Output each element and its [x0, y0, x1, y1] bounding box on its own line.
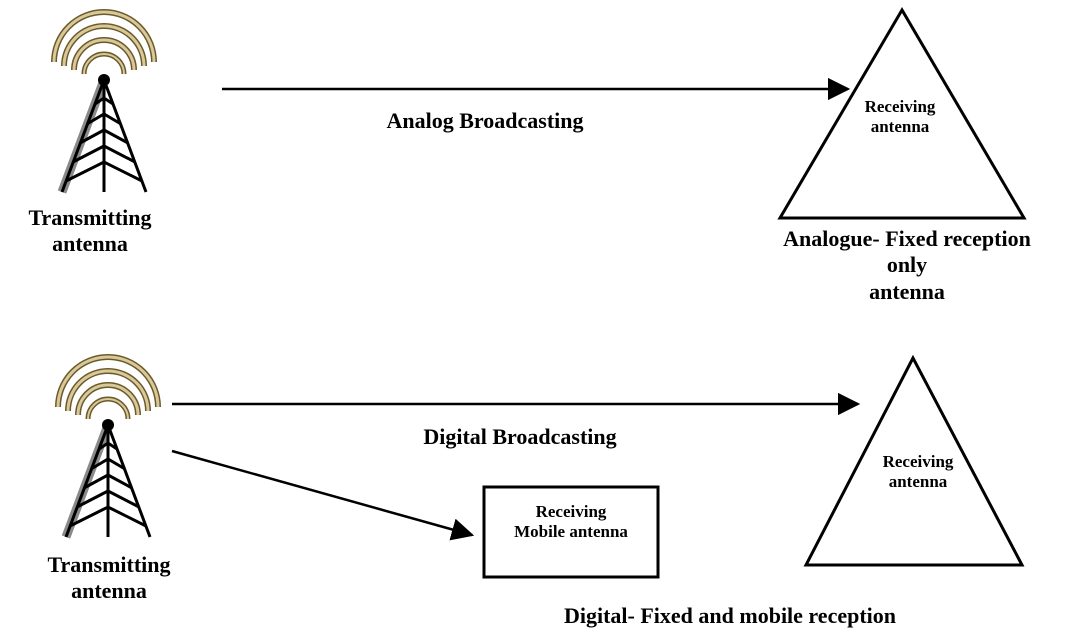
receiving-mobile-antenna-label: Receiving Mobile antenna [514, 502, 628, 542]
transmitting-antenna-label: Transmitting antenna [47, 552, 171, 604]
receiving-mobile-antenna-box [482, 485, 660, 579]
transmitting-antenna-label: Transmitting antenna [28, 205, 152, 257]
mobile-link-arrow [171, 449, 475, 541]
analog-broadcasting-label: Analog Broadcasting [386, 108, 584, 133]
transmitting-tower-icon [58, 357, 158, 537]
digital-caption: Digital- Fixed and mobile reception [563, 603, 897, 628]
digital-broadcasting-label: Digital Broadcasting [423, 424, 617, 449]
receiving-antenna-triangle [777, 7, 1027, 220]
analogue-caption: Analogue- Fixed reception only antenna [783, 226, 1031, 304]
receiving-antenna-triangle [803, 354, 1025, 567]
transmitting-tower-icon [54, 12, 154, 192]
receiving-antenna-label: Receiving antenna [864, 97, 936, 137]
receiving-antenna-label: Receiving antenna [882, 452, 954, 492]
